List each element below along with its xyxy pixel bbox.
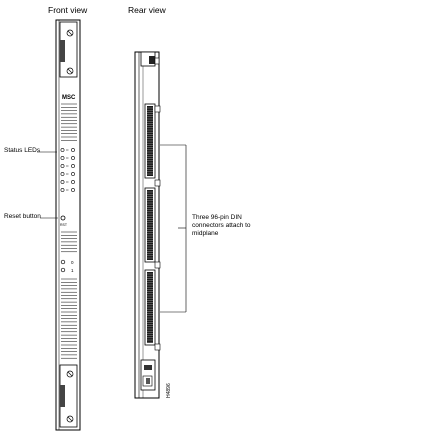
reset-button-label: Reset button	[4, 213, 41, 220]
status-led	[71, 148, 75, 152]
reset-text: RST	[60, 223, 68, 227]
port-led-1	[60, 267, 66, 273]
reset-button[interactable]	[60, 215, 66, 221]
connector-pins	[147, 272, 153, 343]
status-leds-label: Status LEDs	[4, 147, 41, 154]
status-led	[71, 180, 75, 184]
front-vents	[61, 103, 77, 359]
front-panel: MSC RST 0 1	[37, 19, 81, 431]
rear-view-title: Rear view	[128, 5, 166, 15]
status-led	[60, 180, 65, 184]
din-connectors	[144, 103, 156, 346]
status-led-group	[60, 148, 75, 192]
status-led	[60, 148, 65, 152]
status-led	[60, 156, 65, 160]
status-led	[71, 172, 75, 176]
port-label-1: 1	[71, 268, 74, 273]
figure-id: H4896	[166, 383, 172, 398]
status-led	[71, 188, 75, 192]
rear-panel: H4896	[134, 51, 187, 399]
top-ejector	[59, 21, 78, 78]
bottom-ejector	[59, 364, 78, 428]
connector-note: Three 96-pin DIN connectors attach to mi…	[192, 214, 251, 237]
model-label: MSC	[62, 95, 76, 101]
status-led	[60, 164, 65, 168]
status-led	[60, 188, 65, 192]
front-view-title: Front view	[48, 5, 88, 15]
connector-bracket	[160, 144, 187, 313]
status-led	[60, 172, 65, 176]
port-label-0: 0	[71, 260, 74, 265]
port-led-0	[60, 259, 66, 265]
status-led	[71, 156, 75, 160]
status-led	[71, 164, 75, 168]
